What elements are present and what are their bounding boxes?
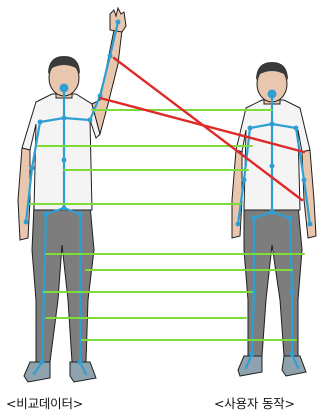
user-caption: <사용자 동작> bbox=[214, 393, 295, 412]
reference-raised-arm bbox=[92, 30, 122, 134]
reference-left-shoe bbox=[24, 362, 50, 382]
reference-right-shoe bbox=[70, 362, 96, 382]
reference-figure bbox=[18, 8, 126, 382]
reference-pants bbox=[32, 205, 94, 362]
reference-caption: <비교데이터> bbox=[6, 393, 83, 412]
